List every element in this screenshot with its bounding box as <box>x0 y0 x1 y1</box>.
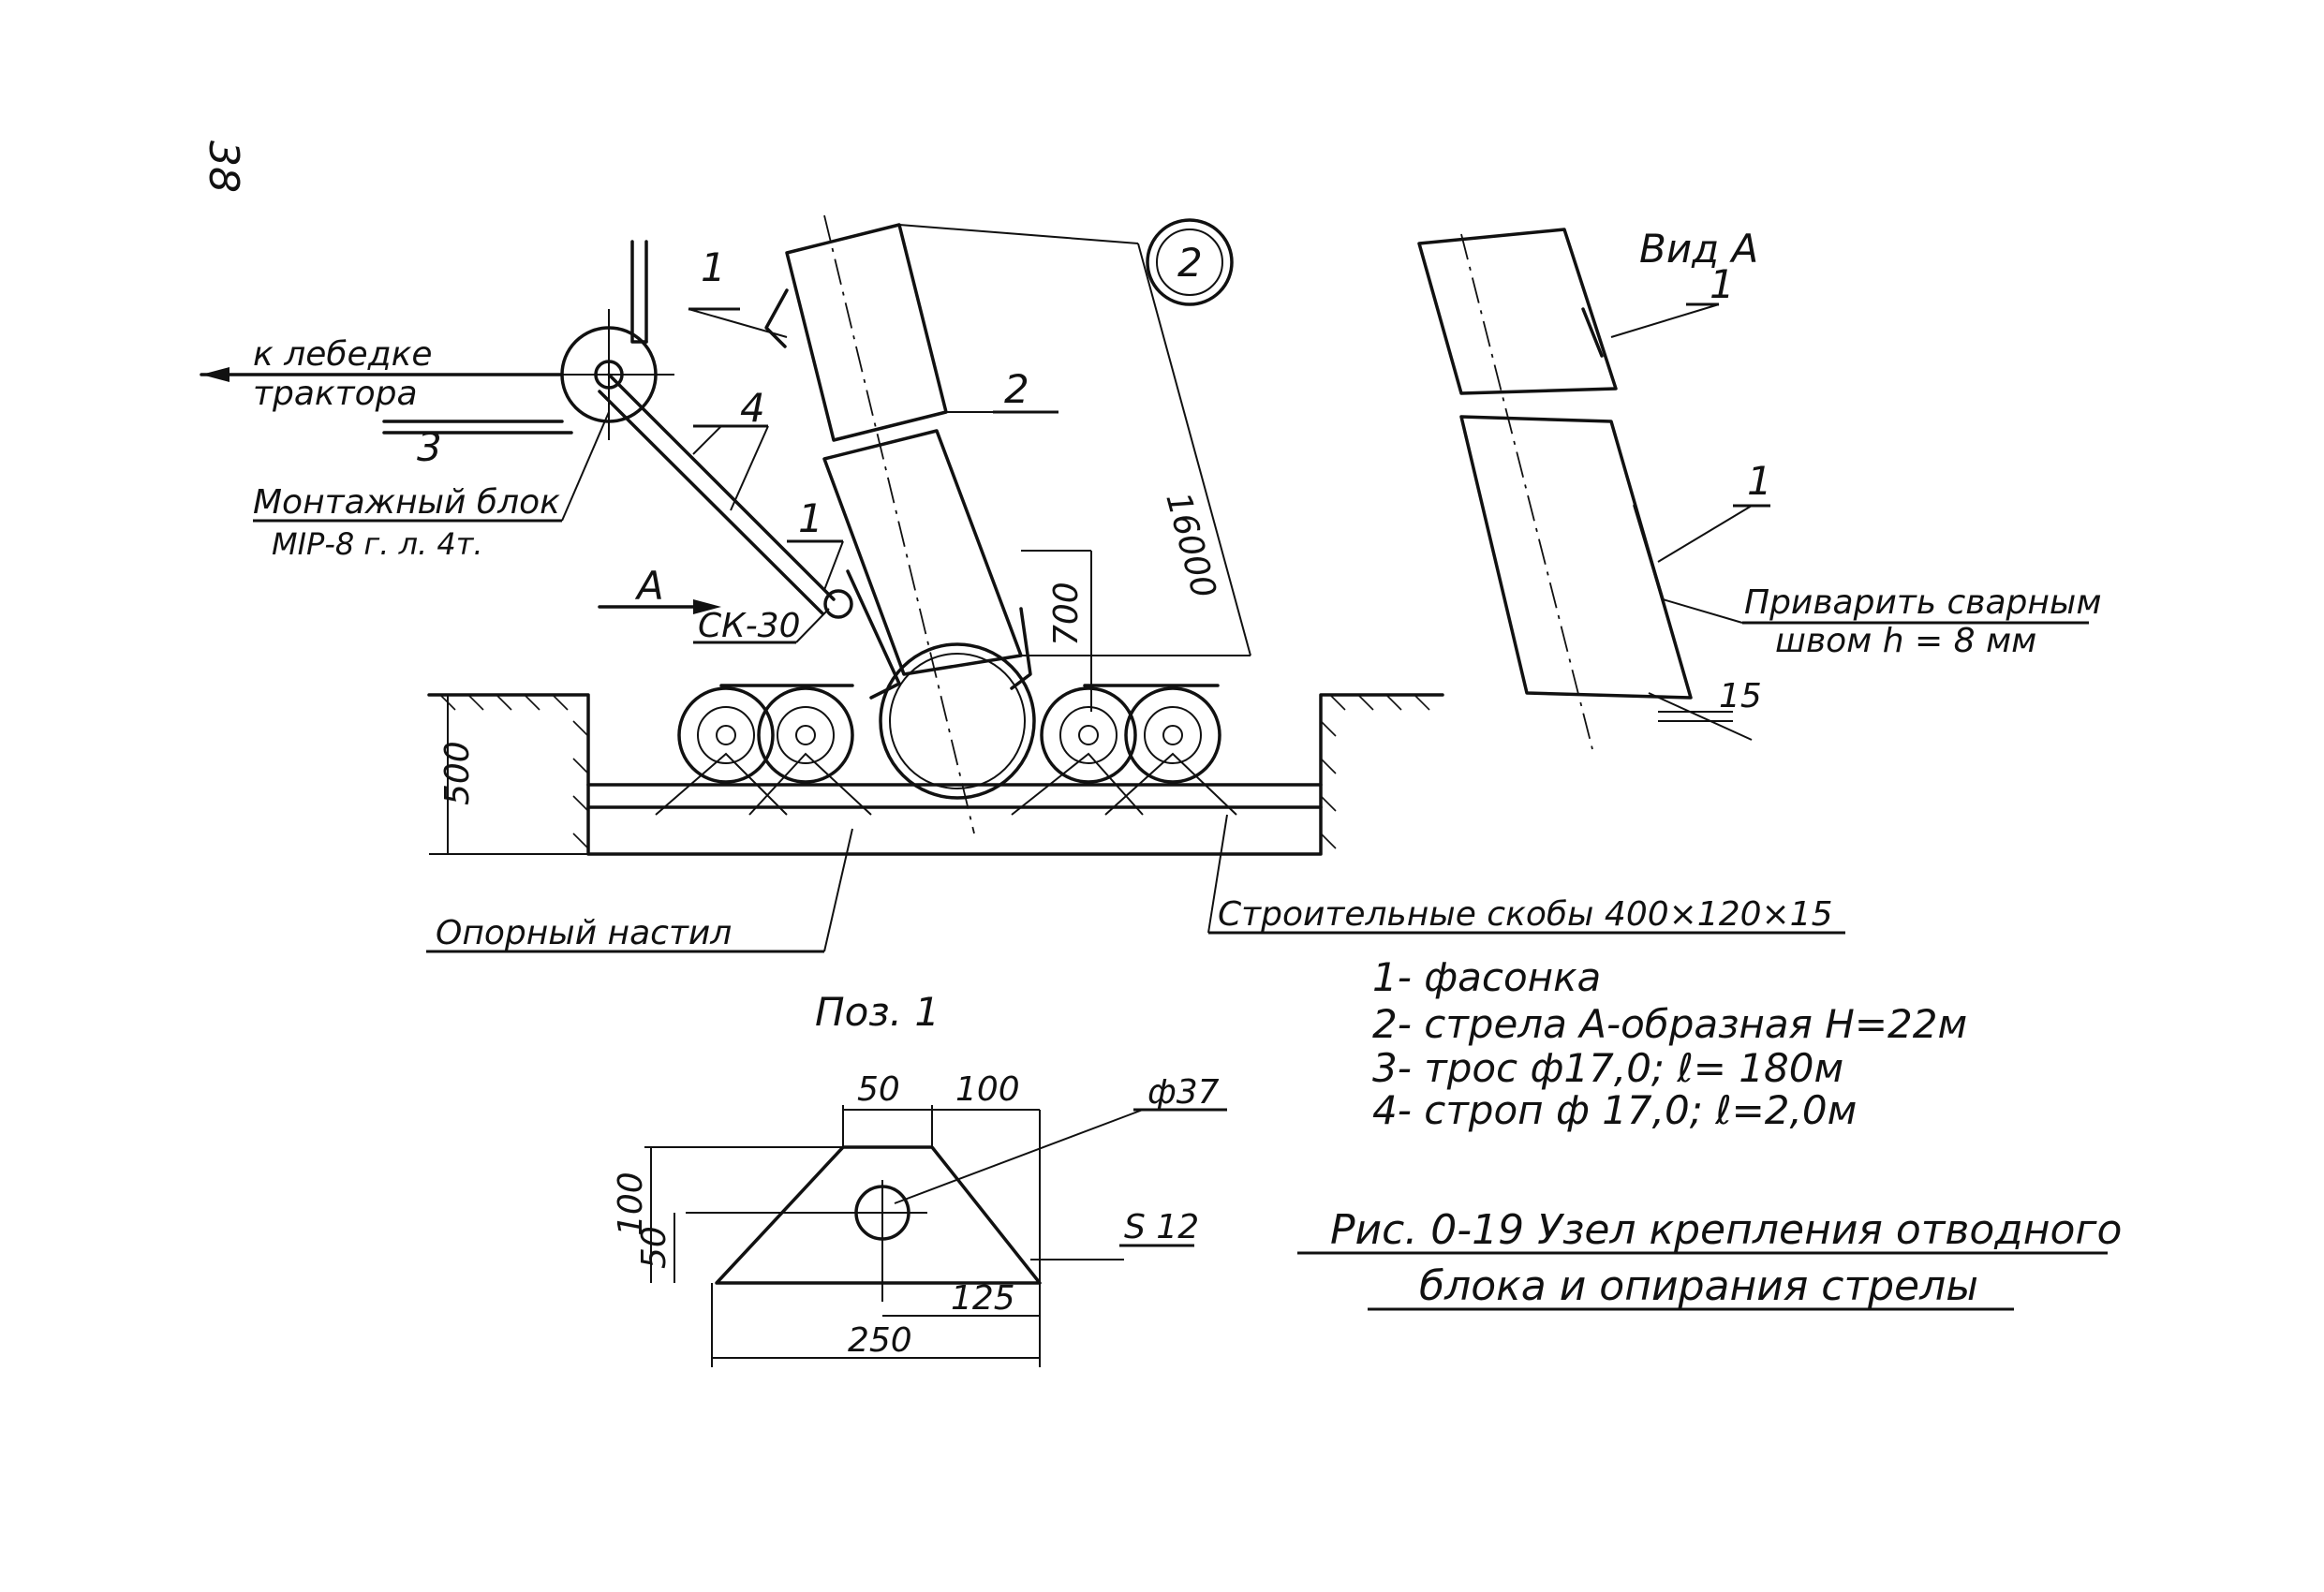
legend-item-2: 2- стрела А-образная Н=22м <box>1372 1001 1967 1047</box>
dim-plate-height: 100 <box>612 1172 650 1236</box>
callout-3: 3 <box>417 424 442 470</box>
callout-1-top: 1 <box>701 244 726 290</box>
legend-item-1: 1- фасонка <box>1372 954 1601 1000</box>
leaders <box>200 307 1845 953</box>
label-staples: Строительные скобы 400×120×15 <box>1218 895 1832 934</box>
label-arrow-a: А <box>634 563 664 609</box>
dim-center-height: 700 <box>1047 582 1086 646</box>
figure-caption: Рис. 0-19 Узел крепления отводного блока… <box>1297 1206 2122 1311</box>
label-weld-1: Приварить сварным <box>1744 583 2102 622</box>
main-dimensions <box>429 224 1251 855</box>
figure-caption-line-2: блока и опирания стрелы <box>1419 1262 1978 1310</box>
dim-width: 250 <box>848 1321 912 1360</box>
dim-pit-depth: 500 <box>438 741 477 805</box>
label-shackle: СК-30 <box>698 607 801 645</box>
view-a-callout-1b: 1 <box>1747 458 1772 504</box>
figure-caption-line-1: Рис. 0-19 Узел крепления отводного <box>1330 1206 2122 1254</box>
dim-boom-length: 16000 <box>1158 489 1222 602</box>
pit-outline <box>427 693 1444 856</box>
legend-item-3: 3- трос ф17,0; ℓ= 180м <box>1372 1045 1843 1091</box>
position-circle-label: 2 <box>1177 240 1203 286</box>
dim-plate-top: 50 <box>857 1070 900 1109</box>
position-circle <box>1146 218 1234 306</box>
view-a-title: Вид А <box>1639 226 1758 272</box>
label-to-winch-2: трактора <box>253 375 418 413</box>
arrow-a <box>693 599 721 614</box>
dim-weld-offset: 15 <box>1719 677 1762 715</box>
dim-hole-height: 50 <box>635 1226 674 1269</box>
view-a-callout-1a: 1 <box>1710 261 1735 307</box>
callout-2: 2 <box>1004 366 1029 412</box>
page-number: 38 <box>200 140 247 193</box>
label-pulley-1: Монтажный блок <box>253 483 560 522</box>
label-support-deck: Опорный настил <box>436 914 732 952</box>
label-pulley-2: МIР-8 г. л. 4т. <box>272 526 483 562</box>
detail-title: Поз. 1 <box>815 989 940 1035</box>
dim-half-width: 125 <box>951 1279 1015 1318</box>
arrow-to-winch <box>201 367 229 382</box>
callout-1-bottom: 1 <box>798 495 823 541</box>
label-to-winch-1: к лебедке <box>253 335 432 374</box>
dim-hole-diameter: ф37 <box>1147 1073 1220 1112</box>
dim-thickness: S 12 <box>1124 1208 1199 1246</box>
label-weld-2: швом h = 8 мм <box>1775 622 2036 660</box>
legend-item-4: 4- строп ф 17,0; ℓ=2,0м <box>1372 1087 1857 1133</box>
log-supports <box>655 684 1237 816</box>
legend: 1- фасонка 2- стрела А-образная Н=22м 3-… <box>1372 954 1967 1133</box>
view-a: Вид А 1 1 Приварить сварным швом h = 8 м… <box>1417 226 2102 750</box>
callout-4: 4 <box>740 385 765 431</box>
dim-plate-top-right: 100 <box>955 1070 1020 1109</box>
main-view: 2 к лебедке трактора Монтажный блок МIР-… <box>200 214 1845 953</box>
detail-plate: Поз. 1 50 100 ф37 S 12 125 250 100 50 <box>612 989 1227 1367</box>
